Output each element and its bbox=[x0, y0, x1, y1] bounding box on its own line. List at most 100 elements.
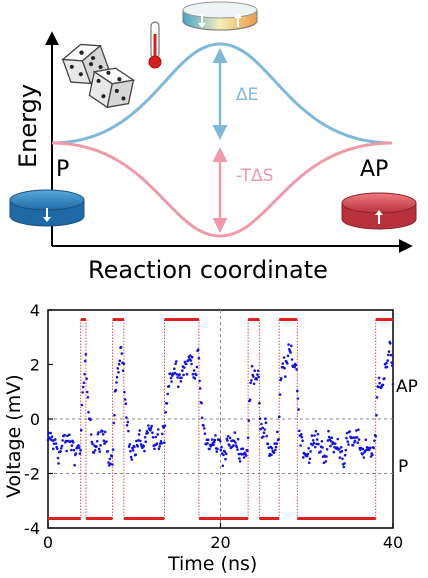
data-point bbox=[83, 359, 87, 363]
data-point bbox=[250, 379, 253, 382]
data-point bbox=[97, 431, 100, 434]
data-point bbox=[125, 424, 129, 427]
y-axis-label: Voltage (mV) bbox=[3, 374, 25, 498]
data-point bbox=[54, 438, 57, 441]
data-point bbox=[316, 432, 320, 436]
data-point bbox=[390, 361, 394, 364]
data-point bbox=[250, 364, 254, 368]
x-tick-label: 20 bbox=[210, 533, 230, 552]
data-point bbox=[258, 401, 261, 405]
data-point bbox=[130, 458, 134, 461]
level-label-p: P bbox=[398, 457, 408, 477]
data-point bbox=[345, 431, 349, 435]
data-point bbox=[259, 427, 263, 431]
data-point bbox=[372, 446, 376, 450]
data-point bbox=[274, 448, 277, 452]
data-point bbox=[275, 442, 279, 445]
data-point bbox=[274, 445, 278, 449]
data-point bbox=[325, 455, 328, 458]
data-point bbox=[198, 379, 201, 383]
data-point bbox=[195, 365, 199, 369]
data-point bbox=[128, 443, 132, 446]
data-point bbox=[203, 432, 207, 436]
magnet-disk-parallel-icon bbox=[9, 189, 85, 227]
data-point bbox=[324, 460, 328, 463]
data-point bbox=[115, 381, 118, 384]
data-point bbox=[70, 444, 74, 447]
data-point bbox=[355, 429, 358, 432]
data-point bbox=[273, 442, 277, 445]
data-point bbox=[175, 373, 179, 376]
data-point bbox=[190, 355, 194, 359]
data-point bbox=[64, 439, 68, 443]
data-point bbox=[49, 431, 52, 435]
data-point bbox=[325, 448, 329, 451]
data-point bbox=[176, 376, 179, 379]
data-point bbox=[74, 452, 78, 455]
data-point bbox=[335, 446, 339, 449]
data-point bbox=[284, 375, 287, 378]
data-point bbox=[85, 377, 88, 381]
reaction-coordinate-label: Reaction coordinate bbox=[88, 256, 328, 284]
data-point bbox=[200, 416, 204, 420]
data-point bbox=[364, 438, 368, 442]
data-point bbox=[242, 456, 246, 459]
data-point bbox=[56, 447, 59, 451]
data-point bbox=[347, 443, 350, 446]
data-point bbox=[185, 362, 188, 366]
data-point bbox=[228, 444, 231, 447]
data-point bbox=[336, 437, 340, 441]
data-point bbox=[355, 436, 359, 439]
data-point bbox=[129, 449, 132, 453]
data-point bbox=[255, 377, 258, 381]
data-point bbox=[377, 385, 380, 389]
data-point bbox=[262, 435, 265, 438]
data-point bbox=[253, 369, 256, 373]
data-point bbox=[361, 447, 365, 451]
data-point bbox=[293, 365, 296, 369]
data-point bbox=[270, 453, 273, 457]
data-point bbox=[345, 436, 348, 440]
data-point bbox=[226, 439, 229, 442]
data-point bbox=[296, 389, 299, 393]
data-point bbox=[252, 382, 256, 386]
data-point bbox=[290, 358, 294, 361]
y-tick-label: 0 bbox=[30, 410, 40, 429]
data-point bbox=[391, 382, 395, 386]
data-point bbox=[208, 447, 211, 451]
data-point bbox=[315, 442, 318, 446]
data-point bbox=[278, 415, 281, 419]
data-point bbox=[139, 443, 143, 446]
data-point bbox=[331, 441, 335, 444]
data-point bbox=[182, 373, 185, 377]
data-point bbox=[218, 440, 222, 443]
data-point bbox=[348, 430, 352, 433]
data-point bbox=[139, 439, 142, 443]
voltage-trace bbox=[46, 340, 395, 469]
data-point bbox=[46, 438, 50, 442]
data-point bbox=[320, 440, 324, 443]
data-point bbox=[264, 417, 267, 421]
data-point bbox=[85, 390, 89, 394]
data-point bbox=[353, 439, 357, 443]
data-point bbox=[123, 398, 127, 401]
data-point bbox=[313, 445, 317, 449]
data-point bbox=[127, 445, 131, 448]
x-axis-label: Time (ns) bbox=[167, 553, 257, 575]
data-point bbox=[282, 356, 286, 359]
data-point bbox=[107, 461, 110, 464]
data-point bbox=[281, 362, 285, 365]
data-point bbox=[233, 431, 237, 434]
data-point bbox=[81, 385, 85, 389]
data-point bbox=[338, 456, 342, 459]
data-point bbox=[167, 384, 171, 388]
data-point bbox=[329, 444, 332, 448]
data-point bbox=[294, 363, 298, 367]
data-point bbox=[112, 421, 116, 425]
data-point bbox=[296, 397, 300, 400]
state-ap-label: AP bbox=[360, 157, 388, 182]
data-point bbox=[198, 387, 202, 390]
data-point bbox=[223, 450, 227, 454]
data-point bbox=[173, 371, 177, 375]
